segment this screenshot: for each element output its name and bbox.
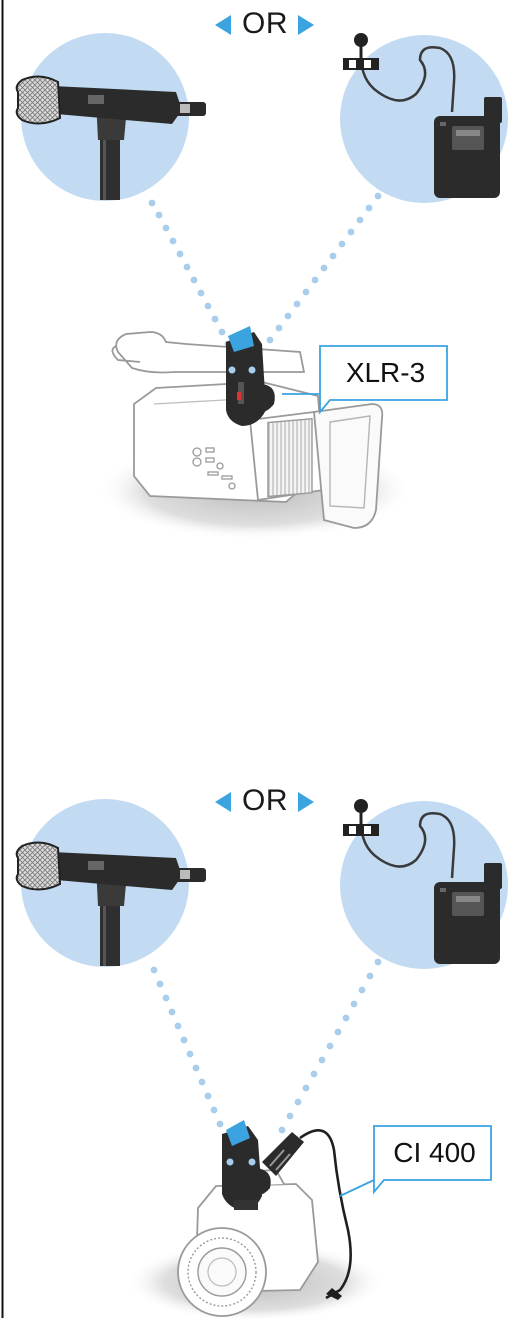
dslr-camera-illustration xyxy=(125,1120,385,1318)
bodypack-microphone-circle xyxy=(340,33,508,203)
or-label-2: OR xyxy=(205,784,325,818)
lavalier-clip-icon xyxy=(343,58,379,70)
handheld-microphone-circle xyxy=(17,33,206,201)
signal-path-right-2 xyxy=(279,959,382,1134)
handheld-microphone-circle-2 xyxy=(17,799,206,967)
panel-camcorder xyxy=(17,15,508,540)
panel-dslr xyxy=(17,792,508,1318)
connector-label-ci400: CI 400 xyxy=(378,1126,491,1180)
or-label: OR xyxy=(205,7,325,41)
signal-path-left-2 xyxy=(151,967,224,1128)
signal-path-right xyxy=(258,193,382,356)
connector-label-xlr3: XLR-3 xyxy=(324,346,447,400)
signal-path-left xyxy=(149,200,232,348)
lavalier-mic-icon xyxy=(354,33,368,47)
bodypack-microphone-circle-2 xyxy=(340,799,508,969)
